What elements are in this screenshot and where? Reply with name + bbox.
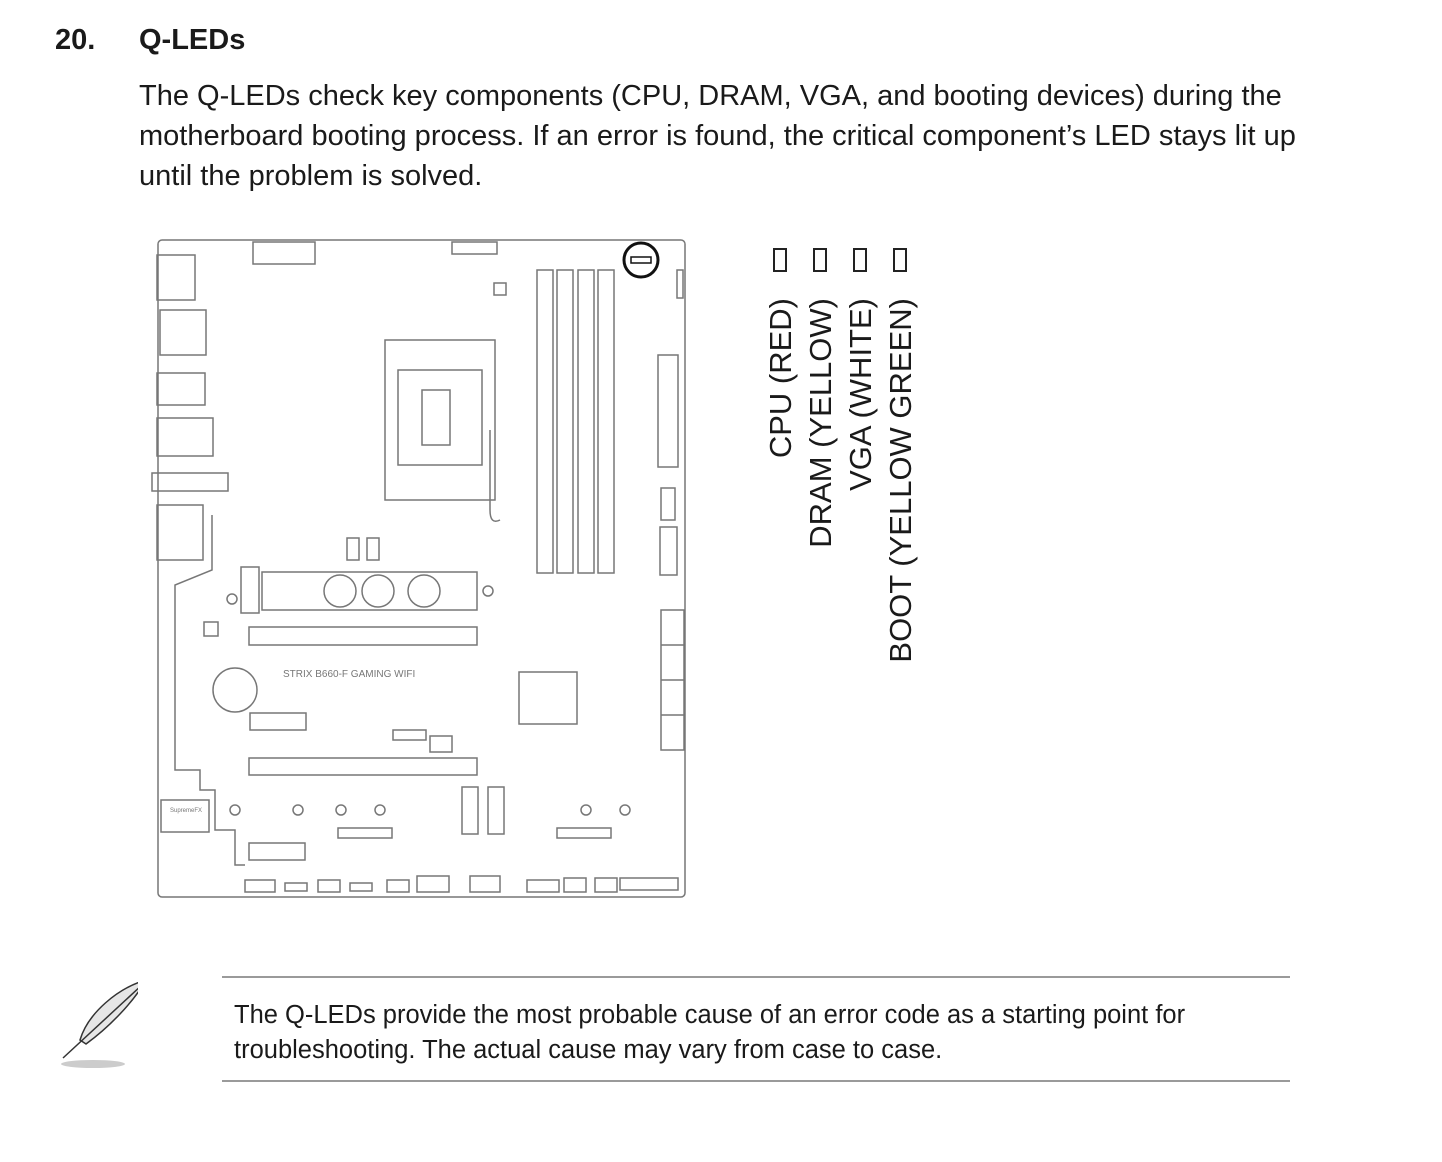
section-body: The Q-LEDs check key components (CPU, DR… <box>139 80 1296 192</box>
note-text: The Q-LEDs provide the most probable cau… <box>234 1001 1186 1064</box>
led-label-vga: VGA (WHITE) <box>843 298 878 491</box>
led-cpu-icon <box>773 248 787 272</box>
led-label-boot: BOOT (YELLOW GREEN) <box>883 298 918 663</box>
section-title: Q-LEDs <box>139 24 246 56</box>
led-label-cpu: CPU (RED) <box>763 298 798 459</box>
note-bottom-rule <box>222 1080 1290 1082</box>
led-vga-icon <box>853 248 867 272</box>
led-boot-icon <box>893 248 907 272</box>
audio-label: SupremeFX <box>170 808 202 814</box>
quill-pen-icon <box>61 981 138 1068</box>
led-dram-icon <box>813 248 827 272</box>
led-label-dram: DRAM (YELLOW) <box>803 298 838 548</box>
motherboard-diagram: STRIX B660-F GAMING WIFI SupremeFX <box>151 239 686 898</box>
section-number: 20. <box>55 24 96 56</box>
board-model-label: STRIX B660-F GAMING WIFI <box>283 669 415 680</box>
note-top-rule <box>222 976 1290 978</box>
